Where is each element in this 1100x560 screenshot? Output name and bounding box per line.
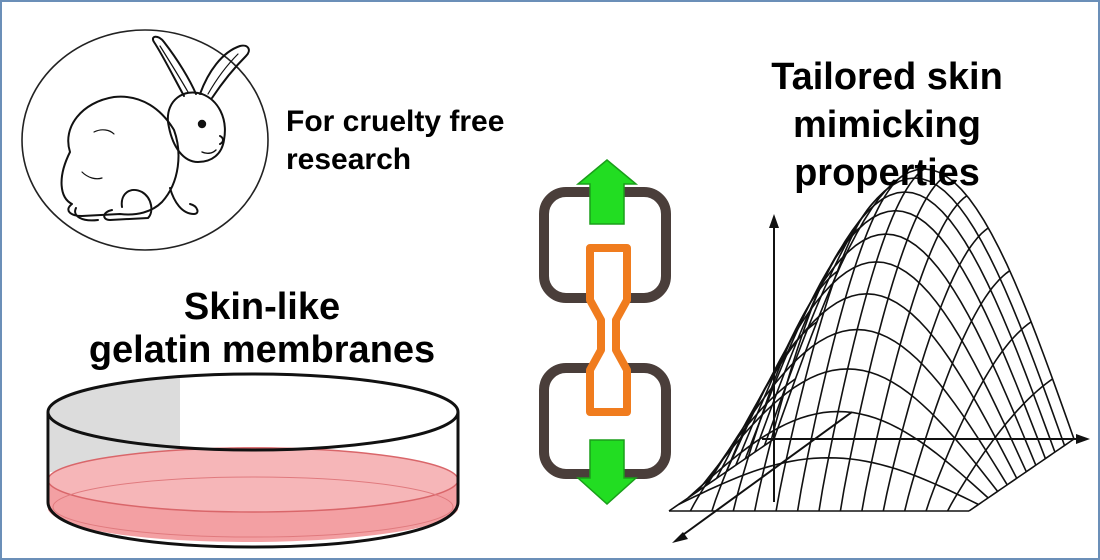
properties-title-line1: Tailored skin [771,56,1003,98]
properties-title-line2: mimicking [793,104,981,146]
y-axis [679,411,853,538]
mesh-line [839,175,946,512]
mesh-line [775,195,882,512]
mesh-line [818,168,925,512]
pull-arrow-icon [576,439,638,506]
cruelty-free-label-line2: research [286,143,412,176]
surface-plot-icon [668,168,1090,543]
dogbone-specimen [586,244,631,416]
mesh-line [668,438,775,512]
mesh-line [925,321,1032,512]
tensile-specimen-icon [539,159,671,506]
surface-mesh [668,168,1075,512]
mesh-line [711,321,818,512]
rabbit-icon [21,29,269,251]
mesh-line [706,328,1008,486]
cruelty-free-label-line1: For cruelty free [286,105,505,138]
properties-title-line3: properties [794,152,980,194]
mesh-line [796,175,904,512]
pull-arrow-icon [575,159,639,225]
membranes-title-line2: gelatin membranes [88,329,436,371]
mesh-line [753,227,861,512]
rabbit-frame [21,29,269,251]
mesh-line [861,195,968,512]
mesh-line [968,438,1075,512]
mesh-line [903,270,1011,512]
membranes-title-line1: Skin-like [183,286,341,328]
petri-dish-icon [46,372,460,549]
mesh-line [882,227,989,512]
mesh-line [946,378,1054,512]
